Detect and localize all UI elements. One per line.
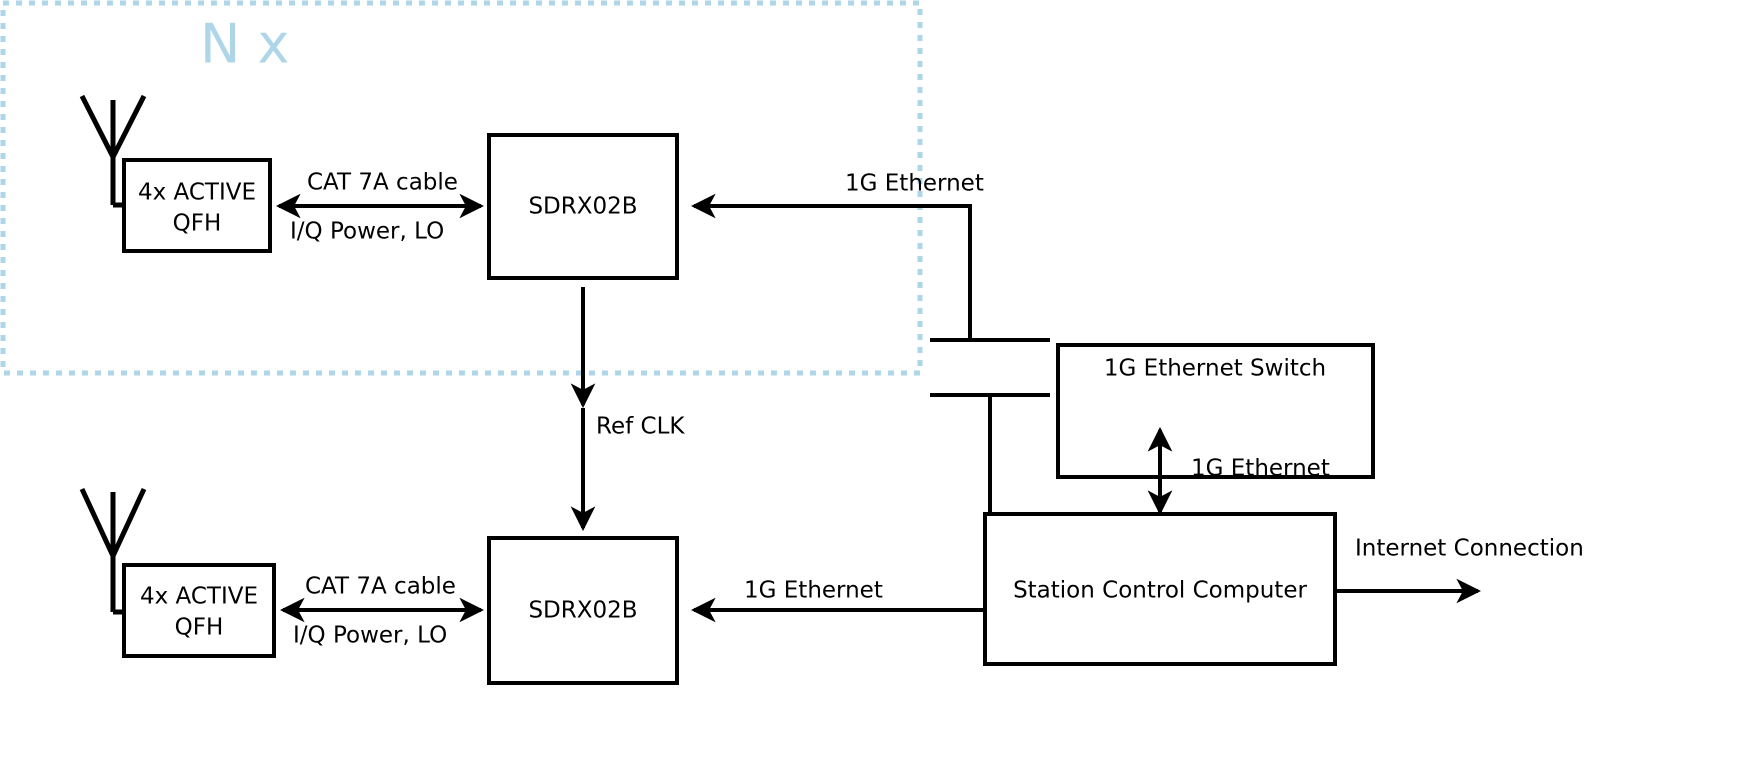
connection-refclk-label: Ref CLK — [596, 414, 685, 440]
block-sdrx02b-bottom[interactable] — [487, 536, 679, 685]
connection-cat7a-bottom-label: CAT 7A cable — [305, 574, 456, 600]
block-ethernet-switch-label: 1G Ethernet Switch — [1104, 356, 1326, 382]
block-qfh-top-label-2: QFH — [173, 211, 222, 237]
block-sdrx02b-bottom-label: SDRX02B — [528, 598, 637, 624]
connection-cat7a-top-label: CAT 7A cable — [307, 170, 458, 196]
antenna-bottom-icon — [79, 487, 147, 615]
connection-iq-top-label: I/Q Power, LO — [290, 219, 444, 245]
connection-ethernet-top — [690, 193, 972, 340]
n-times-group-box — [0, 0, 923, 376]
connection-ethernet-computer-label: 1G Ethernet — [1191, 456, 1330, 482]
block-sdrx02b-top-label: SDRX02B — [528, 194, 637, 220]
connection-ethernet-top-label: 1G Ethernet — [845, 171, 984, 197]
block-qfh-bottom-label-1: 4x ACTIVE — [140, 584, 258, 610]
block-sdrx02b-top[interactable] — [487, 133, 679, 280]
block-qfh-top-label-1: 4x ACTIVE — [138, 180, 256, 206]
block-ethernet-switch[interactable] — [1056, 343, 1375, 479]
block-qfh-top[interactable] — [122, 158, 272, 253]
block-station-control-computer[interactable] — [983, 512, 1337, 666]
connection-ethernet-bottom-label: 1G Ethernet — [744, 578, 883, 604]
connection-internet-label: Internet Connection — [1355, 536, 1584, 562]
n-times-label: N x — [200, 13, 290, 76]
block-qfh-bottom-label-2: QFH — [175, 615, 224, 641]
block-qfh-bottom[interactable] — [122, 563, 276, 658]
connection-iq-bottom-label: I/Q Power, LO — [293, 623, 447, 649]
block-station-control-computer-label: Station Control Computer — [1013, 578, 1307, 604]
